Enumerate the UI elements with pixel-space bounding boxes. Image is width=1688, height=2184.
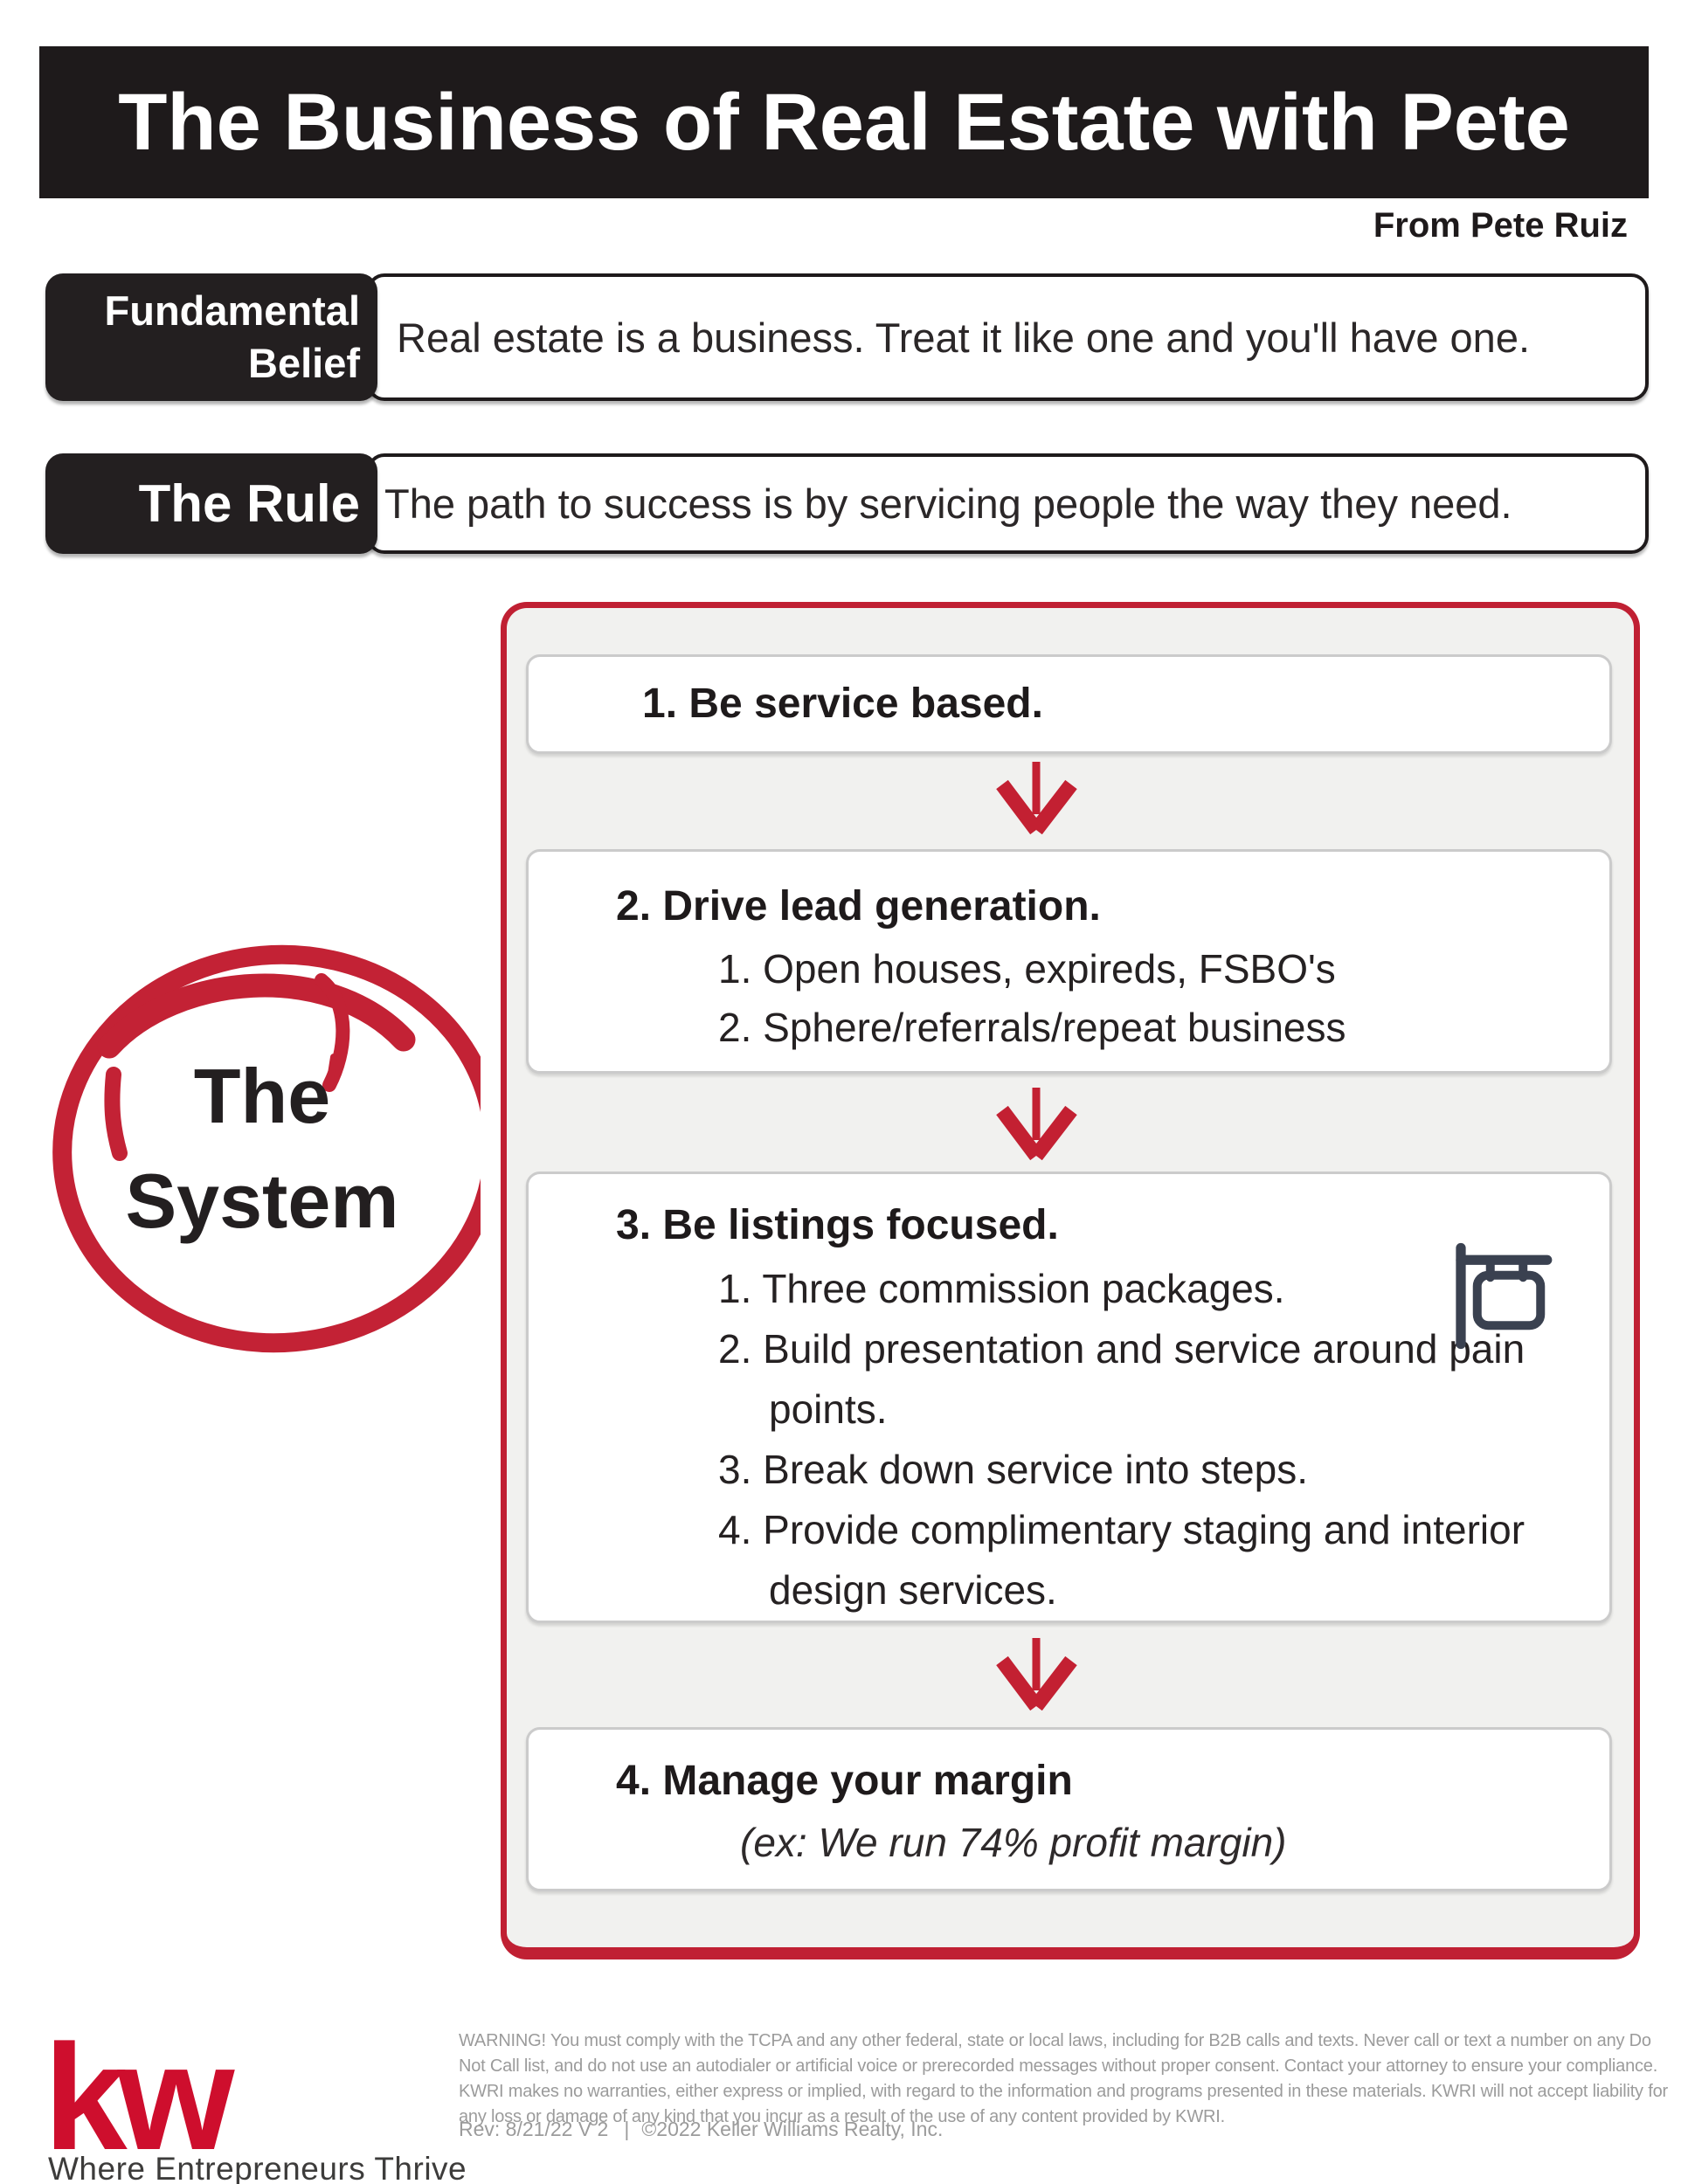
down-arrow-icon [996,762,1077,834]
down-arrow-icon [996,1638,1077,1711]
rule-label: The Rule [45,453,377,554]
list-item: 4. Provide complimentary staging and int… [718,1507,1525,1613]
rule-label-text: The Rule [138,474,360,533]
flow-step-2-heading: 2. Drive lead generation. [616,883,1101,930]
down-arrow-icon [996,1088,1077,1160]
copyright-text: ©2022 Keller Williams Realty, Inc. [641,2118,944,2140]
flow-step-1-heading: 1. Be service based. [642,681,1043,727]
revision-line: Rev: 8/21/22 V 2 | ©2022 Keller Williams R… [459,2118,943,2141]
list-item: 1. Open houses, expireds, FSBO's [718,946,1336,992]
rule-text: The path to success is by servicing peop… [367,453,1649,554]
flow-step-3-list: 1. Three commission packages. 2. Build p… [718,1259,1539,1621]
byline: From Pete Ruiz [1373,206,1628,245]
flow-step-2: 2. Drive lead generation. 1. Open houses… [526,849,1612,1074]
fundamental-belief-label: Fundamental Belief [45,273,377,401]
flow-step-4-heading: 4. Manage your margin [616,1758,1073,1804]
flow-step-1: 1. Be service based. [526,654,1612,754]
list-item: 3. Break down service into steps. [718,1447,1308,1492]
flow-step-3-heading: 3. Be listings focused. [616,1202,1059,1248]
flow-step-3: 3. Be listings focused. 1. Three commiss… [526,1171,1612,1623]
revision-text: Rev: 8/21/22 V 2 [459,2118,609,2140]
kw-tagline: Where Entrepreneurs Thrive [48,2151,467,2184]
real-estate-sign-icon [1456,1242,1553,1350]
page-title: The Business of Real Estate with Pete [118,77,1570,167]
separator: | [624,2118,630,2140]
flow-step-4: 4. Manage your margin (ex: We run 74% pr… [526,1727,1612,1891]
list-item: 2. Sphere/referrals/repeat business [718,1005,1346,1050]
flow-step-4-note: (ex: We run 74% profit margin) [740,1820,1287,1865]
fundamental-belief-text: Real estate is a business. Treat it like… [367,273,1649,401]
flow-step-2-list: 1. Open houses, expireds, FSBO's 2. Sphe… [718,940,1539,1057]
title-banner: The Business of Real Estate with Pete [39,46,1649,198]
legal-disclaimer: WARNING! You must comply with the TCPA a… [459,2031,1668,2126]
system-label: The System [125,1053,399,1244]
list-item: 2. Build presentation and service around… [718,1326,1525,1432]
fundamental-belief-label-line2: Belief [248,340,360,386]
kw-logo: kw [44,2014,234,2181]
rule-row: The path to success is by servicing peop… [45,453,1649,554]
system-flowchart: 1. Be service based. 2. Drive lead gener… [501,602,1640,1959]
system-callout: The System [26,943,481,1363]
fundamental-belief-label-line1: Fundamental [104,287,360,334]
fundamental-belief-row: Real estate is a business. Treat it like… [45,273,1649,401]
list-item: 1. Three commission packages. [718,1266,1285,1311]
hand-drawn-circle-icon [52,944,481,1353]
